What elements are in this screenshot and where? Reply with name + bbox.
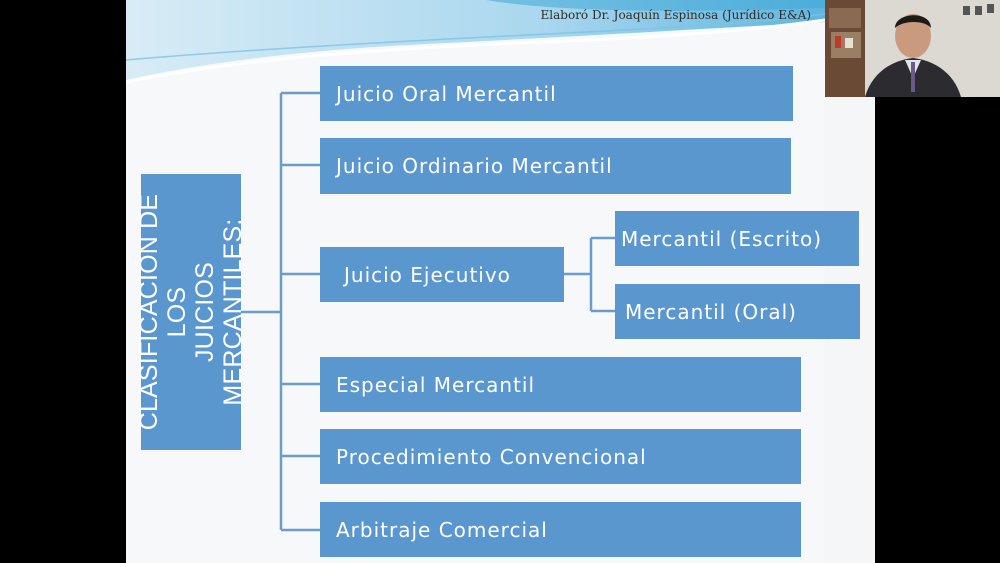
author-credit: Elaboró Dr. Joaquín Espinosa (Jurídico E… — [540, 8, 811, 22]
box-juicio-ejecutivo: Juicio Ejecutivo — [320, 247, 564, 302]
presenter-video-image — [825, 0, 1000, 97]
box-procedimiento-convencional: Procedimiento Convencional — [320, 429, 801, 484]
box-arbitraje-comercial: Arbitraje Comercial — [320, 502, 801, 557]
box-mercantil-oral: Mercantil (Oral) — [615, 284, 860, 339]
box-especial-mercantil: Especial Mercantil — [320, 357, 801, 412]
classification-title: CLASIFICACIÓN DE LOS JUICIOS MERCANTILES… — [135, 174, 247, 450]
title-line-1: CLASIFICACIÓN DE LOS — [135, 193, 191, 431]
classification-title-box: CLASIFICACIÓN DE LOS JUICIOS MERCANTILES… — [135, 174, 247, 450]
header-wave-decoration — [126, 0, 825, 84]
box-juicio-oral-mercantil: Juicio Oral Mercantil — [320, 66, 793, 121]
title-line-2: JUICIOS MERCANTILES: — [191, 218, 247, 406]
presenter-webcam — [825, 0, 1000, 97]
box-juicio-ordinario-mercantil: Juicio Ordinario Mercantil — [320, 138, 791, 194]
box-mercantil-escrito: Mercantil (Escrito) — [615, 211, 859, 266]
